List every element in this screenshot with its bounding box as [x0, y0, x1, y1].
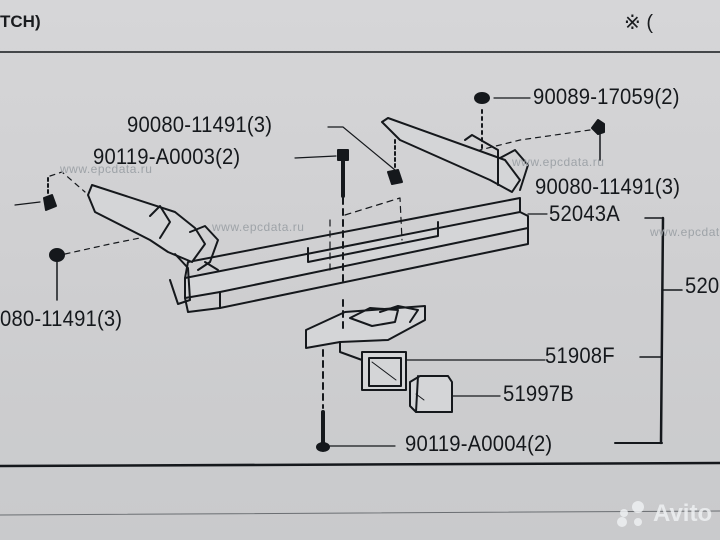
avito-logo-text: Avito: [653, 500, 713, 527]
callout-part-number: 90119-A0004(2): [405, 431, 553, 456]
note-symbol: ※ (: [624, 12, 653, 34]
callout-part-number: 51908F: [545, 343, 615, 368]
callout-part-number: 080-11491(3): [0, 306, 123, 331]
watermark-text: www.epcdata.ru: [650, 225, 720, 239]
watermark-text: www.epcdata.ru: [512, 155, 605, 169]
callout-part-number: 52043A: [549, 201, 620, 226]
callout-part-number: 90080-11491(3): [127, 112, 273, 137]
watermark-text: www.epcdata.ru: [212, 220, 305, 234]
callout-part-number: 51997B: [503, 381, 574, 406]
avito-watermark: Avito: [614, 500, 712, 528]
watermark-text: www.epcdata.ru: [60, 162, 153, 176]
callout-part-number: 90119-A0003(2): [93, 144, 241, 169]
callout-part-number: 90089-17059(2): [533, 84, 680, 109]
callout-part-number: 520: [685, 273, 720, 298]
callout-part-number: 90080-11491(3): [535, 174, 681, 199]
diagram-title-fragment: TCH): [0, 12, 41, 31]
avito-dots-icon: [617, 501, 644, 527]
